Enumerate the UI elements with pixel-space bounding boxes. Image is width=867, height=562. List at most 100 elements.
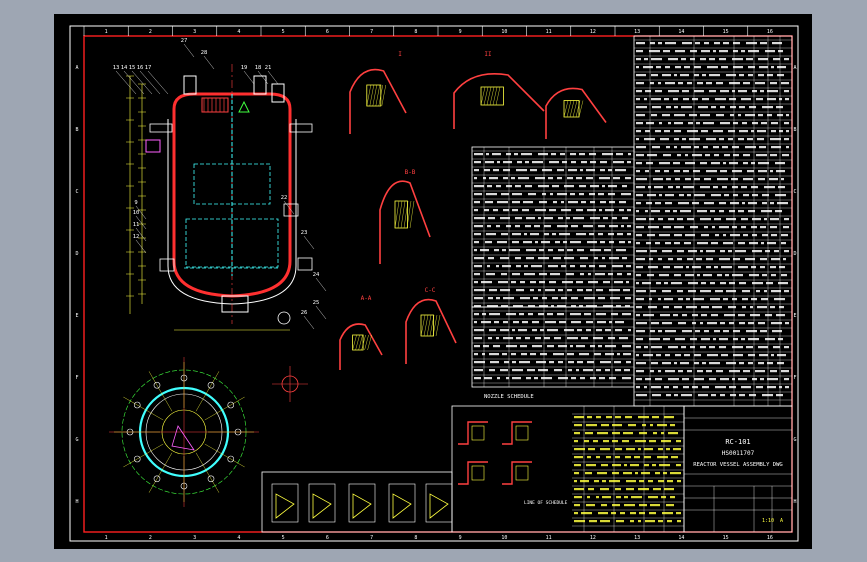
detail-table-text <box>574 480 577 483</box>
parts-list-text <box>655 170 660 173</box>
parts-list-text <box>756 154 767 157</box>
parts-list-text <box>636 242 640 245</box>
nozzle-table-text <box>588 281 598 284</box>
nozzle-table-text <box>580 265 586 268</box>
nozzle-table-text <box>486 233 496 236</box>
detail-table-text <box>677 480 681 483</box>
parts-list-text <box>782 154 789 157</box>
leader-line <box>315 305 327 320</box>
detail-table-text <box>639 504 647 507</box>
nozzle-table-text <box>590 217 600 220</box>
parts-list-text <box>655 130 661 133</box>
nozzle-table-text <box>544 217 553 220</box>
nozzle-table-text <box>567 289 572 292</box>
parts-list-text <box>666 178 671 181</box>
nozzle-table-text <box>596 313 606 316</box>
agitator-blade <box>193 163 271 205</box>
parts-list-text <box>668 258 673 261</box>
nozzle-table-text <box>539 201 547 204</box>
parts-list-text <box>785 98 789 101</box>
detail-table-text <box>663 472 667 475</box>
nozzle-table-text <box>612 265 623 268</box>
parts-list-text <box>705 154 710 157</box>
nozzle-table-text <box>553 257 561 260</box>
parts-list-text <box>658 218 663 221</box>
parts-list-text <box>701 306 709 309</box>
nozzle-table-text <box>562 161 567 164</box>
parts-list-text <box>678 370 683 373</box>
nozzle-table-text <box>549 281 556 284</box>
parts-list-text <box>745 258 755 261</box>
nozzle-table-text <box>474 249 477 252</box>
nozzle-table-text <box>536 361 546 364</box>
nozzle-table-text <box>526 377 531 380</box>
parts-list-text <box>716 82 723 85</box>
detail-table-text <box>638 520 641 523</box>
parts-list-text <box>730 114 734 117</box>
detail-table-text <box>635 440 646 443</box>
parts-list-text <box>757 306 767 309</box>
parts-list-text <box>779 306 784 309</box>
nozzle-table-text <box>589 233 594 236</box>
parts-list-text <box>636 106 647 109</box>
nozzle-table-text <box>608 233 614 236</box>
parts-list-text <box>682 378 689 381</box>
parts-list-text <box>700 322 703 325</box>
nozzle-table-text <box>547 345 554 348</box>
parts-list-text <box>701 50 710 53</box>
parts-list-text <box>656 66 661 69</box>
parts-list-text <box>636 122 643 125</box>
detail-table-text <box>638 488 649 491</box>
parts-list-text <box>703 122 714 125</box>
detail-sketch <box>502 421 532 445</box>
nozzle-table-text <box>474 185 484 188</box>
parts-list-text <box>760 90 764 93</box>
nozzle-table-text <box>474 305 481 308</box>
parts-list-text <box>654 186 663 189</box>
parts-list-text <box>658 298 661 301</box>
parts-list-text <box>674 130 681 133</box>
parts-list-text <box>732 274 743 277</box>
parts-list-text <box>644 386 647 389</box>
parts-list-text <box>702 74 706 77</box>
parts-list-text <box>645 130 650 133</box>
nozzle-table-text <box>524 265 528 268</box>
detail-table-text <box>574 424 582 427</box>
weld-detail-box <box>388 483 416 523</box>
parts-list-text <box>702 386 709 389</box>
parts-list-text <box>726 218 736 221</box>
detail-table-text <box>631 496 642 499</box>
parts-list-text <box>685 274 694 277</box>
title-block-frame <box>683 405 793 533</box>
parts-list-text <box>651 210 660 213</box>
parts-list-text <box>682 314 687 317</box>
parts-list-text <box>673 314 678 317</box>
parts-list-text <box>636 282 639 285</box>
detail-table-text <box>616 496 621 499</box>
parts-list-text <box>732 146 739 149</box>
nozzle-table-text <box>547 313 553 316</box>
border-col-label: 2 <box>149 29 152 35</box>
parts-list-text <box>720 250 725 253</box>
parts-list-text <box>776 106 783 109</box>
parts-list-text <box>648 266 658 269</box>
nozzle-table-text <box>583 369 593 372</box>
plan-radial <box>123 443 164 468</box>
parts-list-text <box>701 338 710 341</box>
nozzle-table-text <box>506 185 512 188</box>
nozzle-table-text <box>525 185 532 188</box>
detail-table-text <box>658 520 663 523</box>
parts-list-text <box>674 170 680 173</box>
parts-list-text <box>732 346 743 349</box>
nozzle-table-text <box>474 321 477 324</box>
section-A-detail-hatch <box>352 334 357 351</box>
parts-list-text <box>673 386 678 389</box>
parts-list-text <box>675 178 680 181</box>
parts-list-text <box>690 58 695 61</box>
parts-list-text <box>724 314 735 317</box>
nozzle-table-text <box>535 337 541 340</box>
detail-table-text <box>668 432 678 435</box>
nozzle-table-text <box>474 217 485 220</box>
nozzle-table-text <box>561 297 567 300</box>
